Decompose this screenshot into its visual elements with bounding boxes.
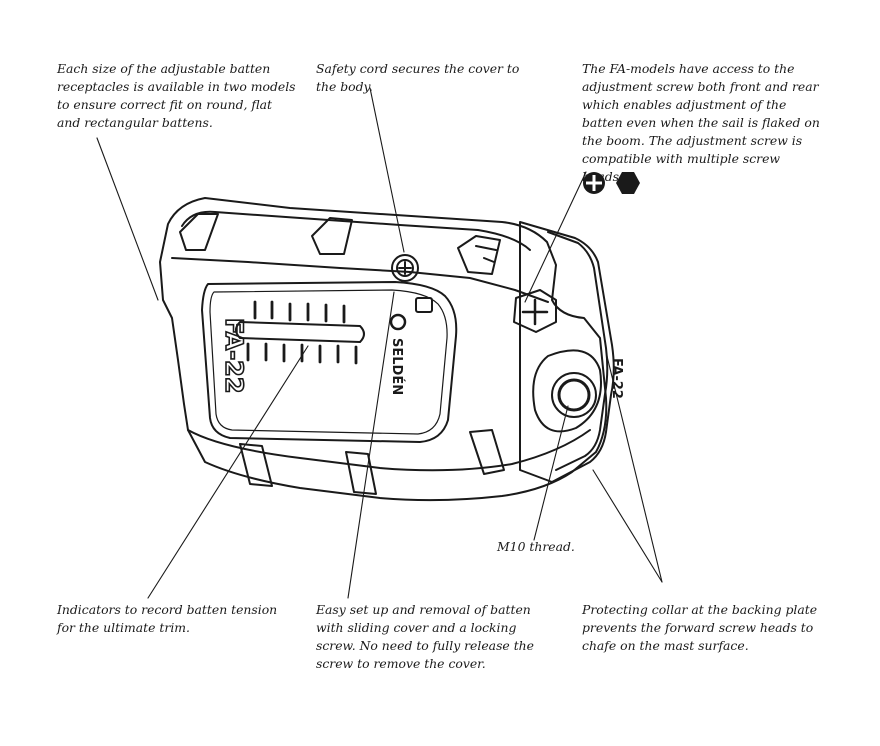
cover-latch: [415, 297, 433, 313]
locking-screw-hole: [389, 313, 407, 331]
m10-thread-bore: [532, 349, 602, 433]
cover-shell-inner-edge: [181, 210, 531, 251]
safety-cord-anchor: [391, 254, 419, 282]
device-side-model-mark: FA-22: [609, 358, 624, 399]
annotation-collar: Protecting collar at the backing plate p…: [582, 602, 818, 653]
sliding-cover-slot: [235, 321, 365, 343]
phillips-screw-head-icon: [583, 172, 605, 194]
annotation-safety-cord: Safety cord secures the cover to the bod…: [316, 61, 520, 94]
backing-plate-collar-edge: [547, 231, 609, 471]
top-grip-ridges: [179, 213, 501, 275]
annotation-receptacles: Each size of the adjustable batten recep…: [57, 61, 296, 130]
front-face-panel-inner: [209, 289, 448, 435]
annotation-indicators: Indicators to record batten tension for …: [57, 602, 278, 635]
annotation-m10-thread: M10 thread.: [497, 539, 575, 554]
front-face-panel: [201, 281, 458, 443]
tension-indicators: [246, 300, 358, 365]
annotation-fa-models: The FA-models have access to the adjustm…: [582, 61, 820, 184]
backing-plate-collar: [519, 221, 615, 483]
device-brand-mark: SELDÉN: [389, 338, 405, 395]
annotation-easy-setup: Easy set up and removal of batten with s…: [316, 602, 534, 671]
receptacle-body: [159, 197, 608, 502]
device-model-mark: FA-22: [220, 318, 248, 394]
cover-shell-top-edge: [171, 257, 549, 303]
adjustment-screw: [513, 289, 557, 333]
bottom-grip-ridges: [239, 429, 505, 495]
lower-shell-edge: [187, 429, 591, 472]
leader-lines: [96, 87, 663, 599]
hex-screw-head-icon: [616, 172, 640, 194]
